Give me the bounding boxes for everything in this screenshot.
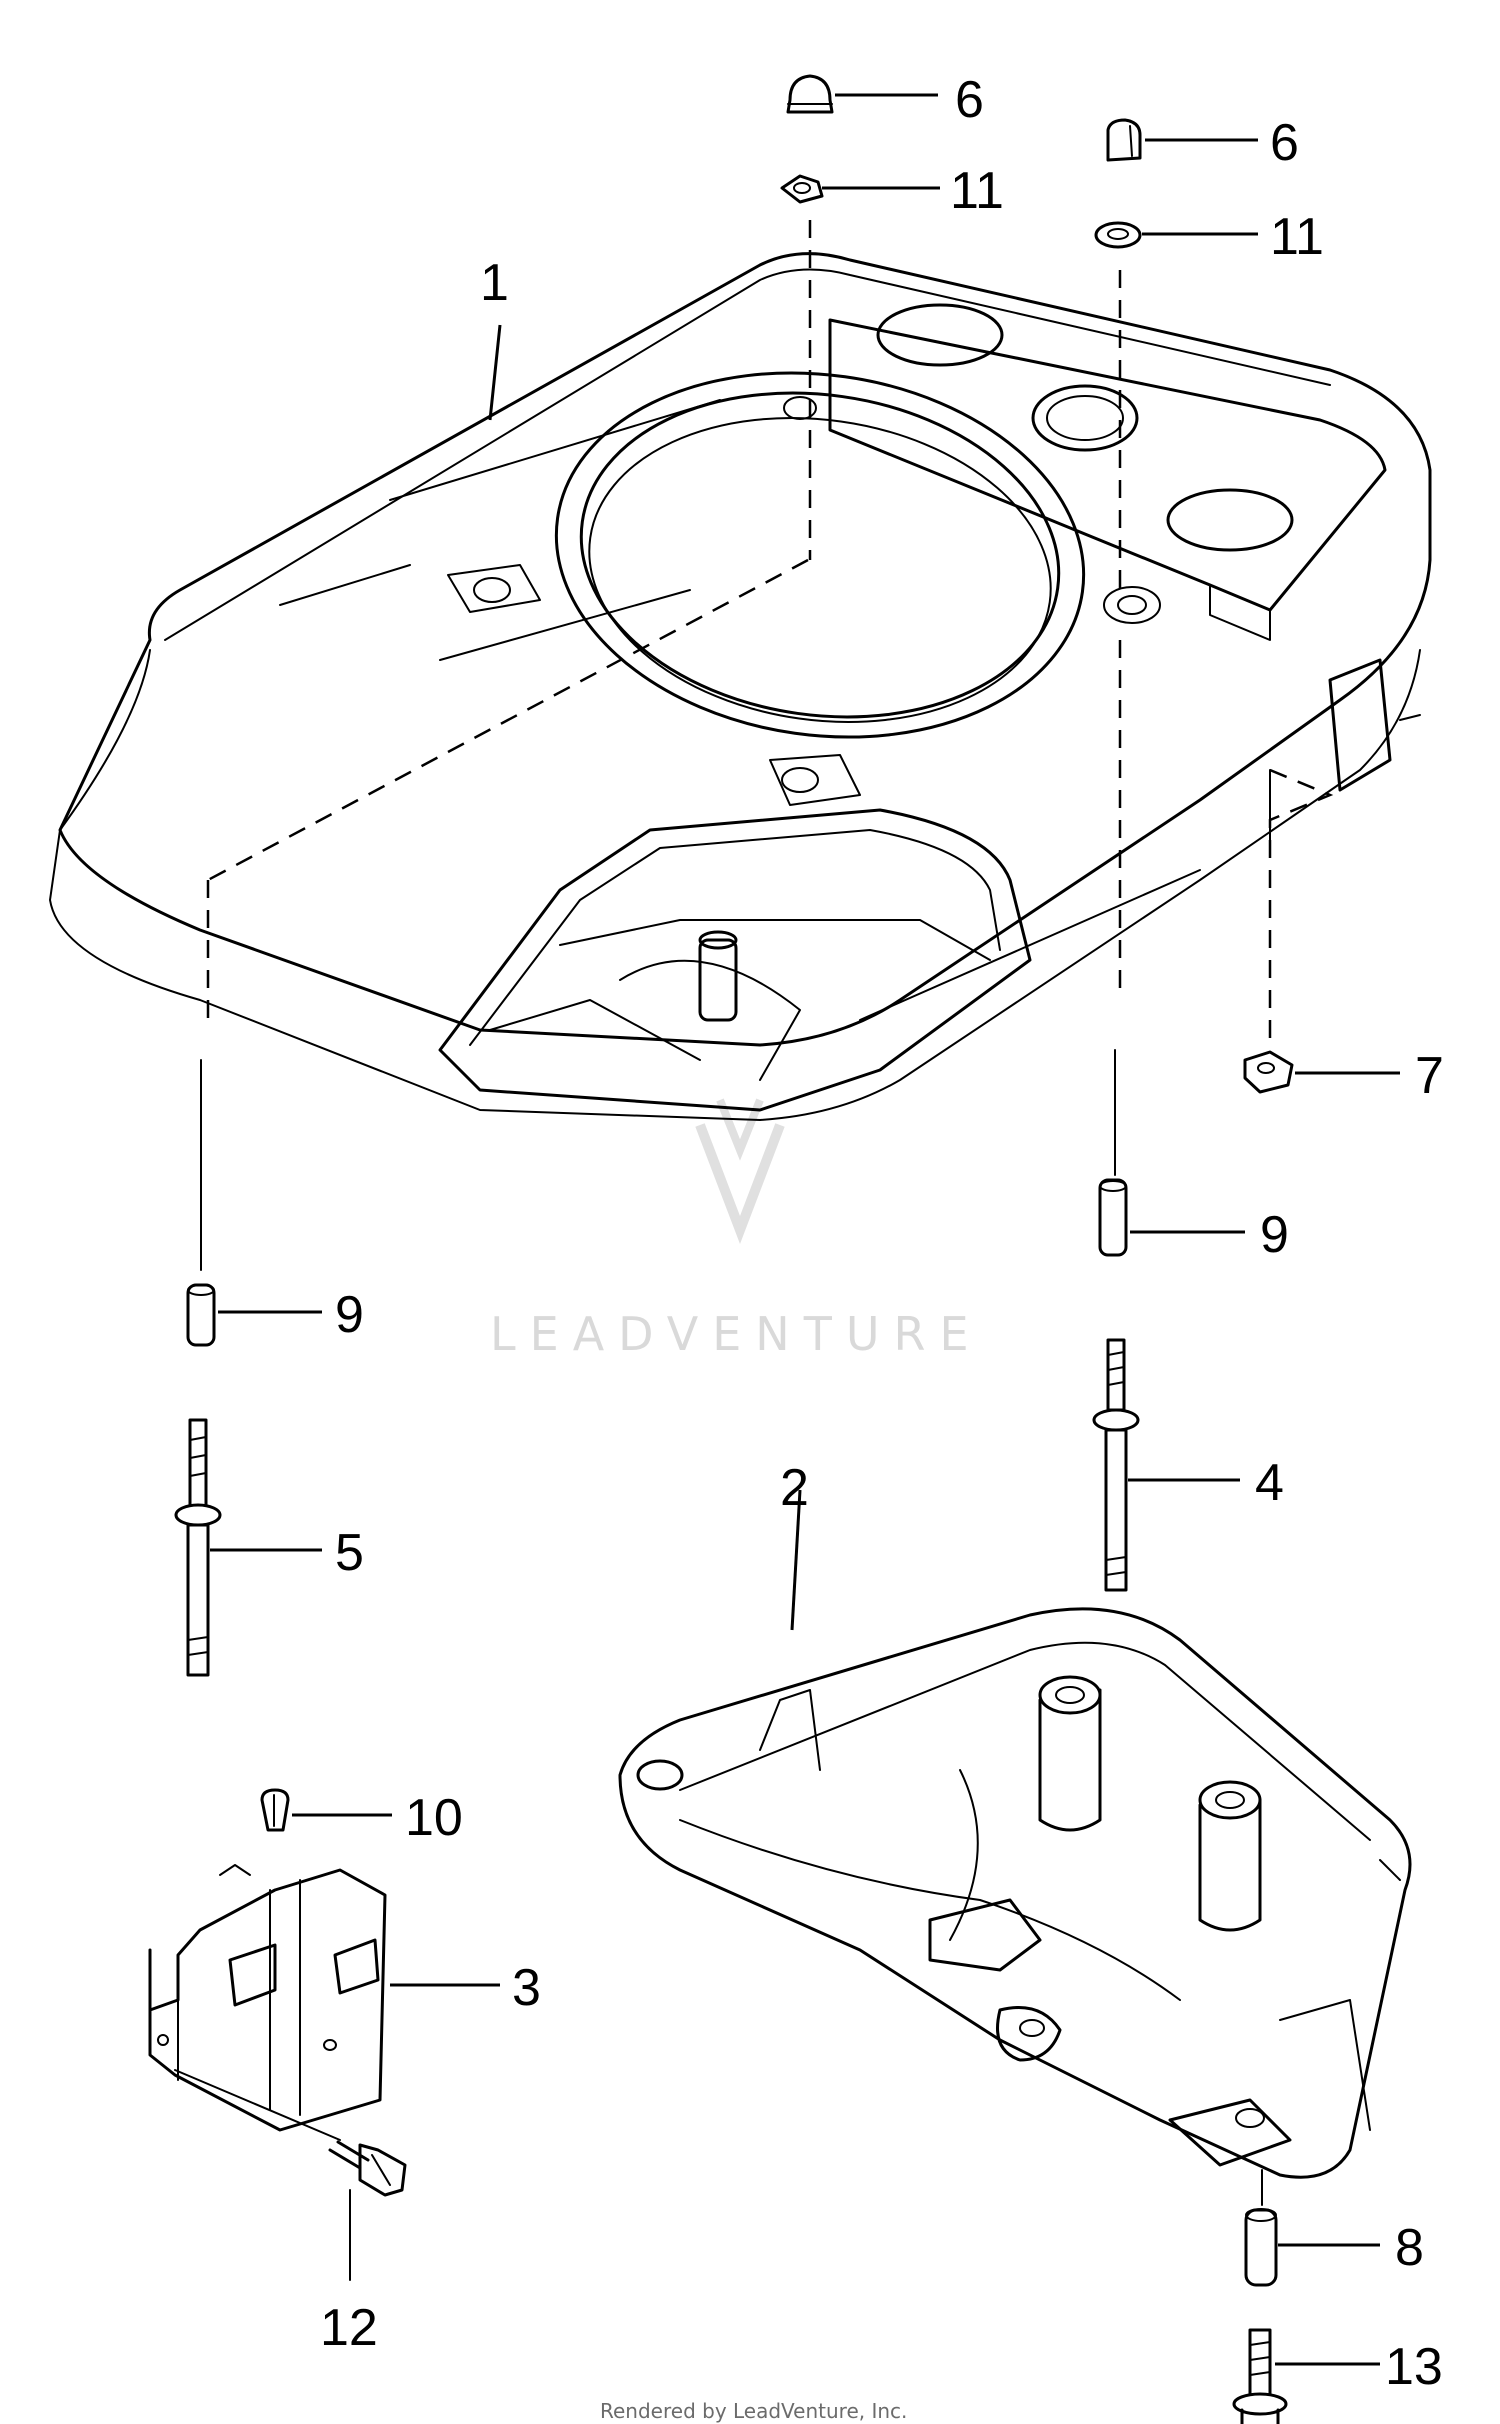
label-part-10: 10 bbox=[405, 1789, 463, 1847]
label-part-6-right: 6 bbox=[1270, 114, 1299, 172]
cap-nut-part-6b bbox=[1106, 118, 1142, 162]
stud-part-5 bbox=[174, 1418, 222, 1677]
washer-part-11b bbox=[1094, 221, 1142, 249]
clip-part-10 bbox=[260, 1788, 290, 1832]
label-part-5: 5 bbox=[335, 1524, 364, 1582]
bolt-part-12 bbox=[328, 2140, 407, 2197]
label-part-1: 1 bbox=[480, 254, 509, 312]
square-nut-part-7 bbox=[1243, 1050, 1294, 1094]
label-part-2: 2 bbox=[780, 1459, 809, 1517]
dowel-part-9b bbox=[1098, 1178, 1128, 1257]
watermark-text: LEADVENTURE bbox=[490, 1307, 983, 1361]
bracket-part-3 bbox=[148, 1864, 387, 2132]
dowel-part-9a bbox=[186, 1283, 216, 1347]
footer-credit: Rendered by LeadVenture, Inc. bbox=[600, 2399, 907, 2423]
stud-part-4 bbox=[1092, 1338, 1140, 1592]
label-part-13: 13 bbox=[1385, 2338, 1443, 2396]
base-pan-part-2 bbox=[618, 1607, 1412, 2179]
dowel-part-8 bbox=[1244, 2208, 1278, 2287]
washer-part-11a bbox=[780, 174, 824, 204]
assembly-lines bbox=[174, 220, 1334, 2281]
label-part-9-left: 9 bbox=[335, 1286, 364, 1344]
label-part-3: 3 bbox=[512, 1959, 541, 2017]
cap-nut-part-6a bbox=[786, 74, 834, 114]
label-part-6-top: 6 bbox=[955, 71, 984, 129]
leader-lines bbox=[210, 93, 1400, 2366]
housing-part-1 bbox=[49, 252, 1432, 1121]
bolt-part-13 bbox=[1232, 2328, 1288, 2424]
watermark-logo: LEADVENTURE bbox=[490, 1098, 983, 1361]
label-part-4: 4 bbox=[1255, 1454, 1284, 1512]
label-part-11-top: 11 bbox=[950, 162, 1004, 220]
label-part-9-right: 9 bbox=[1260, 1206, 1289, 1264]
label-part-7: 7 bbox=[1415, 1047, 1444, 1105]
label-part-12: 12 bbox=[320, 2299, 378, 2357]
label-part-8: 8 bbox=[1395, 2219, 1424, 2277]
label-part-11-right: 11 bbox=[1270, 208, 1324, 266]
